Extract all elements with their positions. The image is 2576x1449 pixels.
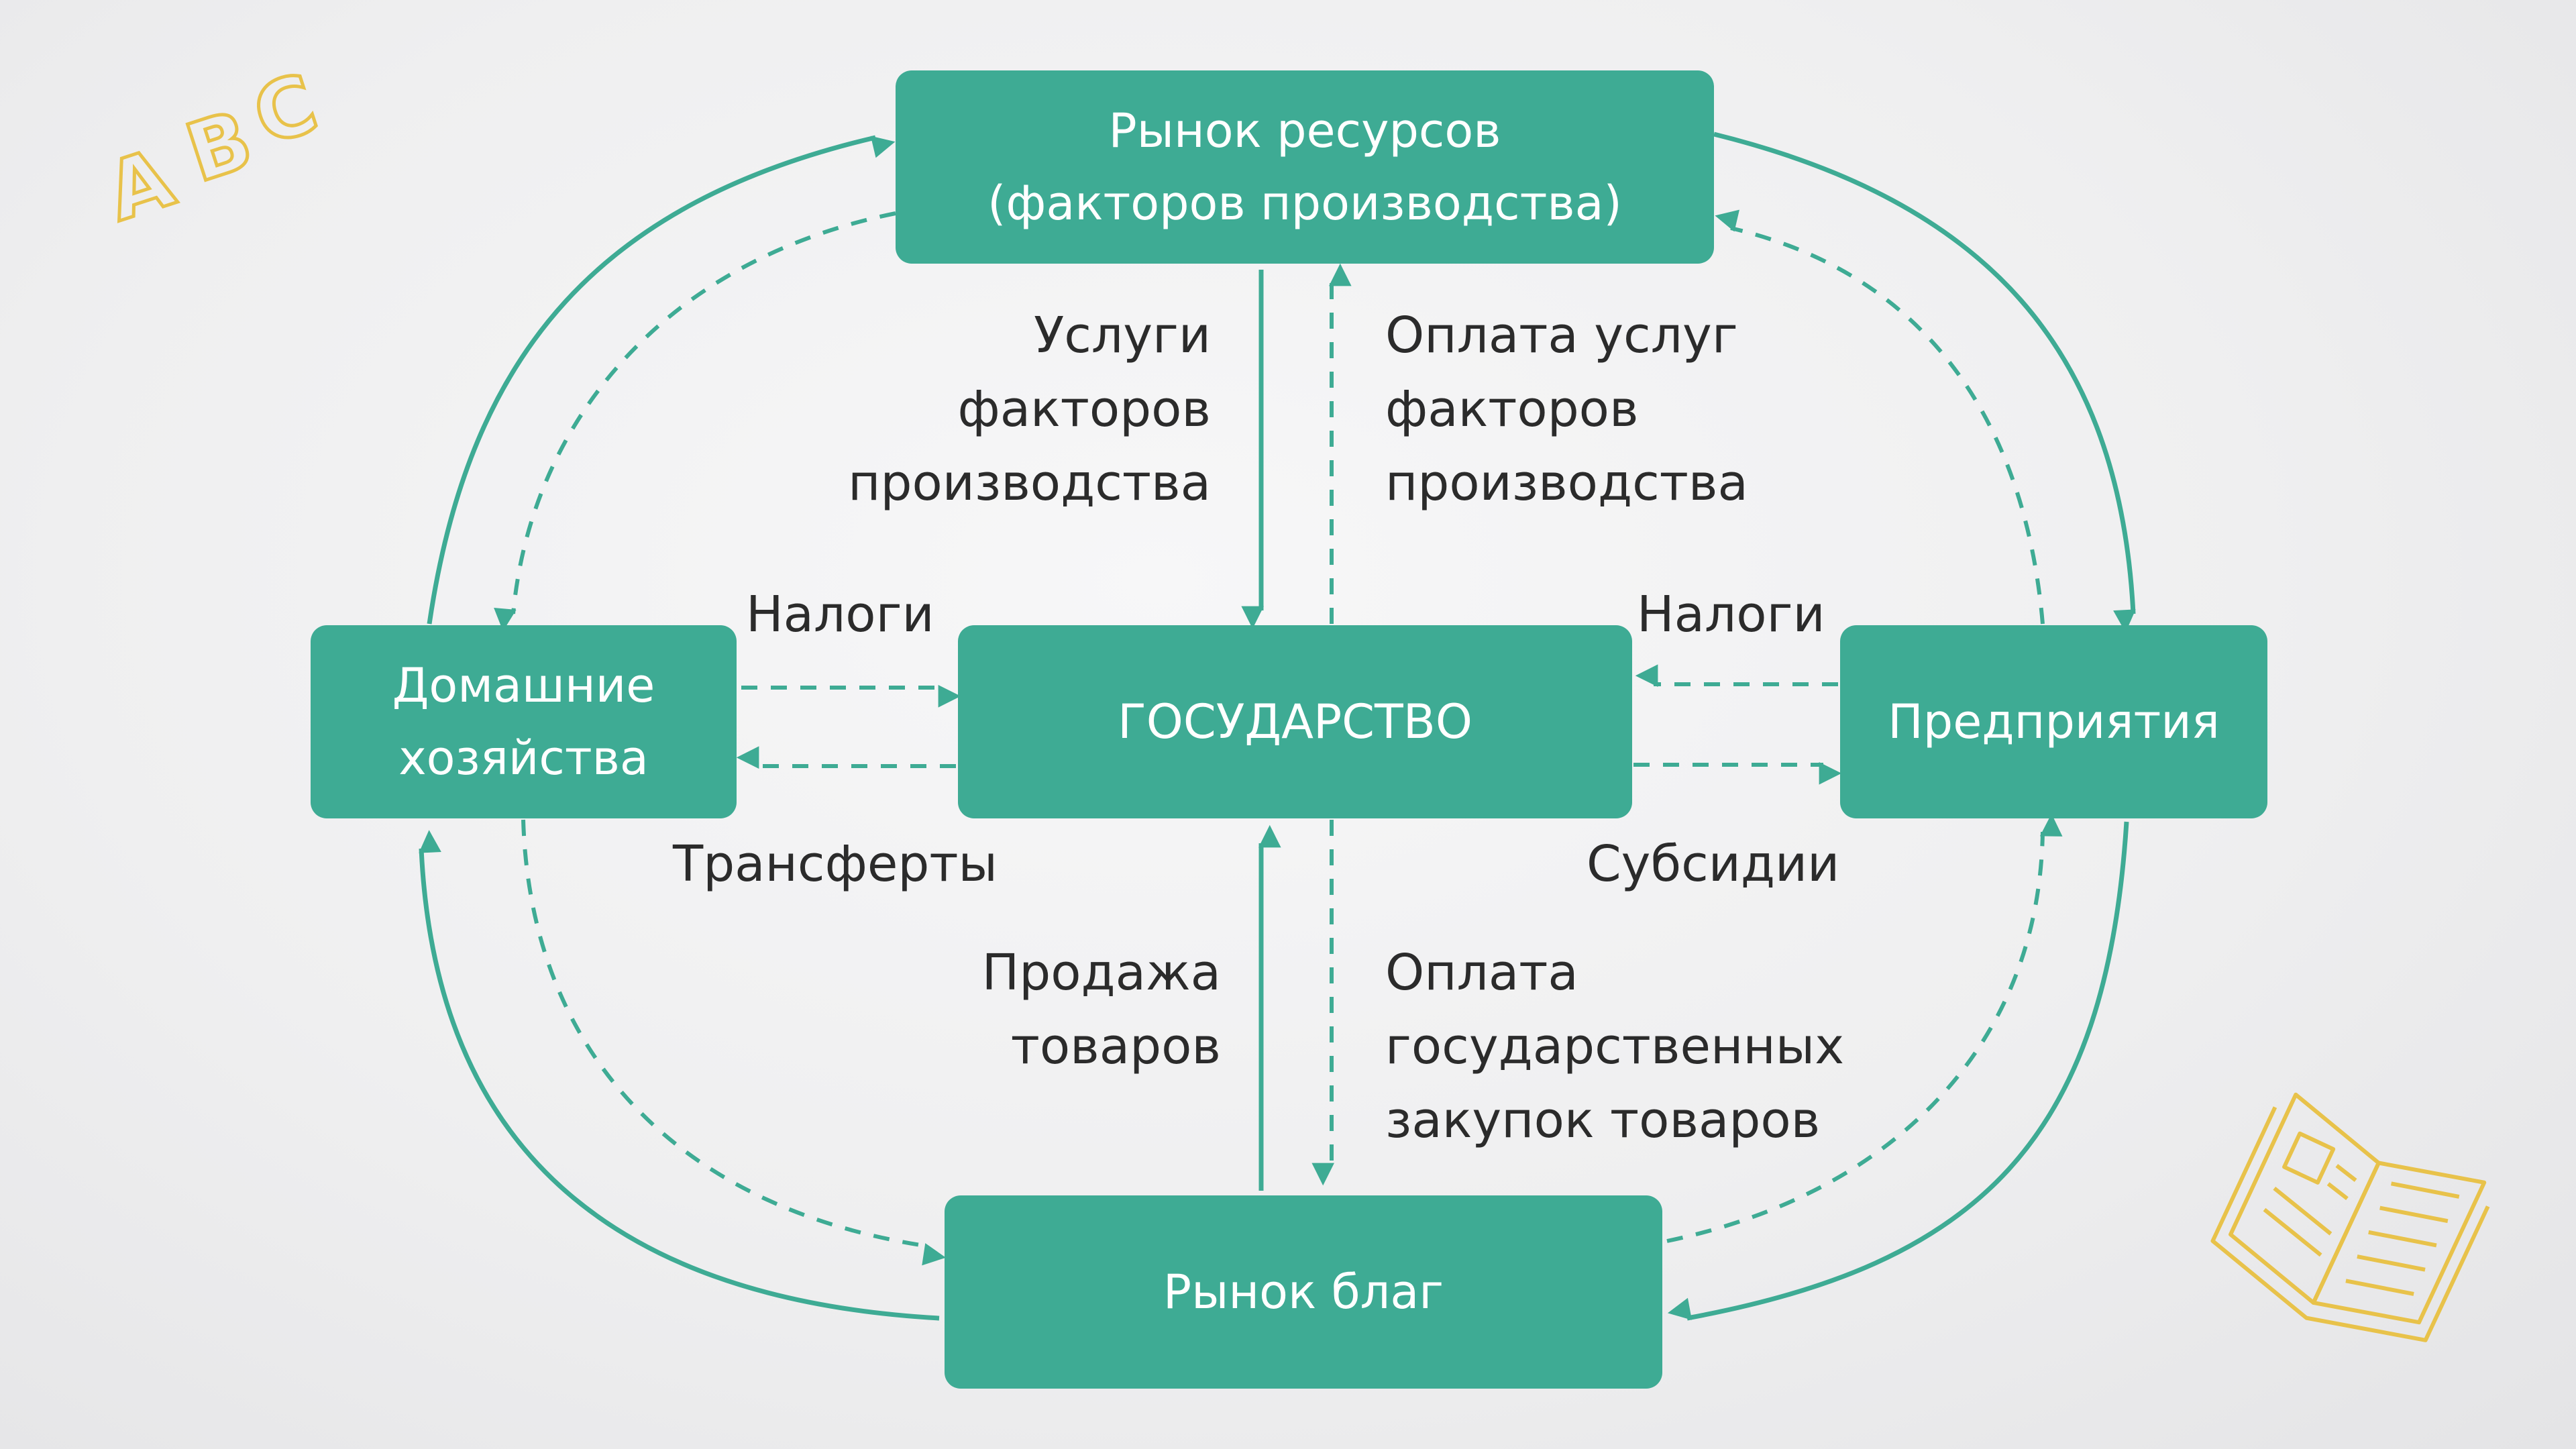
label-factor-services-line-2: факторов (957, 380, 1211, 438)
label-goods-sale-line-1: Продажа (981, 944, 1221, 1002)
label-factor-services-line-1: Услуги (1034, 307, 1211, 364)
label-factor-services: Услуги факторов производства (848, 299, 1211, 520)
node-households: Домашние хозяйства (311, 625, 737, 818)
node-households-line-1: Домашние (392, 658, 655, 713)
node-goods-market: Рынок благ (945, 1195, 1662, 1389)
label-goods-sale-line-2: товаров (1010, 1018, 1221, 1075)
node-resources-market-line-1: Рынок ресурсов (1108, 103, 1501, 158)
label-factor-payment: Оплата услуг факторов производства (1385, 299, 1748, 520)
abc-letter-b: B (176, 93, 263, 201)
abc-letter-a: A (96, 131, 184, 239)
node-resources-market: Рынок ресурсов (факторов производства) (896, 70, 1714, 264)
dashed-households-to-goods (521, 819, 946, 1266)
node-firms: Предприятия (1840, 625, 2267, 818)
open-book-icon (2210, 1092, 2490, 1342)
abc-letters-icon: A B C (95, 55, 330, 241)
arrow-resources-to-firms (1713, 131, 2136, 633)
label-gov-procurement-line-1: Оплата (1385, 944, 1578, 1002)
label-factor-payment-line-3: производства (1385, 454, 1748, 512)
arrow-firms-to-goods (1667, 821, 2129, 1321)
label-subsidies: Субсидии (1587, 835, 1840, 893)
node-households-line-2: хозяйства (398, 731, 649, 786)
node-firms-label: Предприятия (1888, 694, 2220, 749)
abc-letter-c: C (243, 57, 328, 164)
dashed-resources-to-households (494, 211, 896, 631)
arrow-goods-to-households (419, 830, 940, 1321)
label-factor-payment-line-1: Оплата услуг (1385, 307, 1738, 364)
dashed-firms-to-resources (1715, 209, 2045, 625)
dashed-goods-to-firms (1666, 814, 2063, 1243)
label-taxes-households: Налоги (746, 586, 934, 643)
label-transfers: Трансферты (673, 835, 998, 893)
node-state-label: ГОСУДАРСТВО (1118, 694, 1472, 749)
label-gov-procurement-line-3: закупок товаров (1385, 1091, 1821, 1149)
label-gov-procurement: Оплата государственных закупок товаров (1385, 936, 1844, 1157)
node-resources-market-line-2: (факторов производства) (987, 176, 1622, 231)
label-factor-payment-line-2: факторов (1385, 380, 1639, 438)
label-goods-sale: Продажа товаров (982, 936, 1221, 1083)
arrow-households-to-resources (427, 135, 896, 625)
node-goods-market-label: Рынок благ (1163, 1265, 1444, 1320)
node-state: ГОСУДАРСТВО (958, 625, 1632, 818)
label-factor-services-line-3: производства (848, 454, 1211, 512)
label-gov-procurement-line-2: государственных (1385, 1018, 1845, 1075)
label-taxes-firms: Налоги (1637, 586, 1825, 643)
